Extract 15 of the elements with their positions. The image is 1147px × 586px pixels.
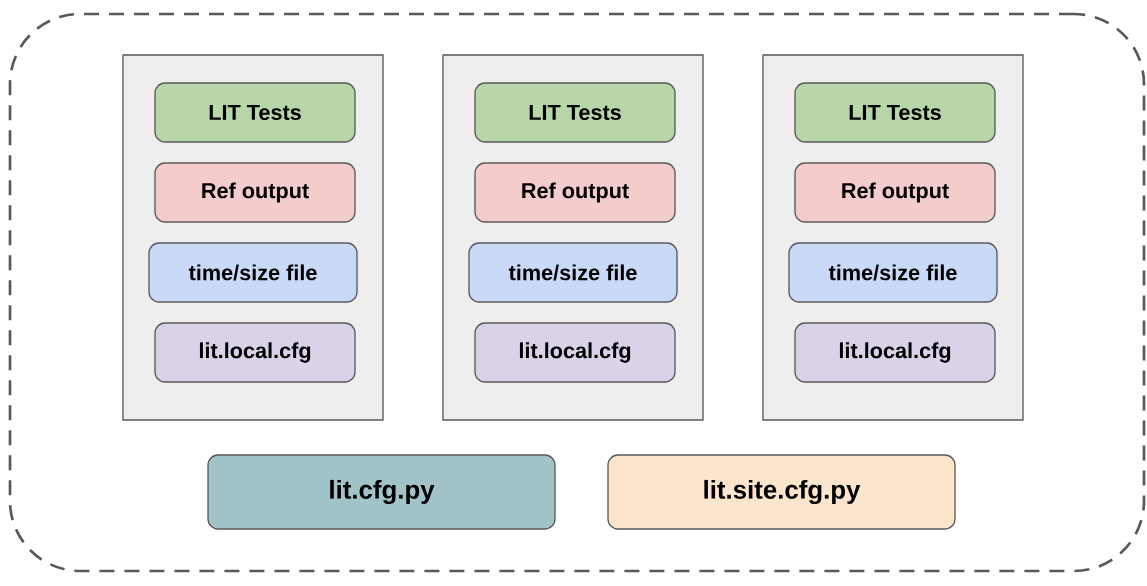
file-box: lit.local.cfg — [474, 322, 676, 383]
file-box: LIT Tests — [154, 82, 356, 143]
config-box: lit.cfg.py — [207, 454, 556, 530]
file-box: Ref output — [794, 162, 996, 223]
file-box: LIT Tests — [794, 82, 996, 143]
file-box: Ref output — [474, 162, 676, 223]
dashed-frame — [8, 12, 1146, 573]
file-box: lit.local.cfg — [154, 322, 356, 383]
file-box: lit.local.cfg — [794, 322, 996, 383]
config-box: lit.site.cfg.py — [607, 454, 956, 530]
file-box: time/size file — [148, 242, 358, 303]
file-box: time/size file — [468, 242, 678, 303]
file-box: time/size file — [788, 242, 998, 303]
file-box: LIT Tests — [474, 82, 676, 143]
file-box: Ref output — [154, 162, 356, 223]
